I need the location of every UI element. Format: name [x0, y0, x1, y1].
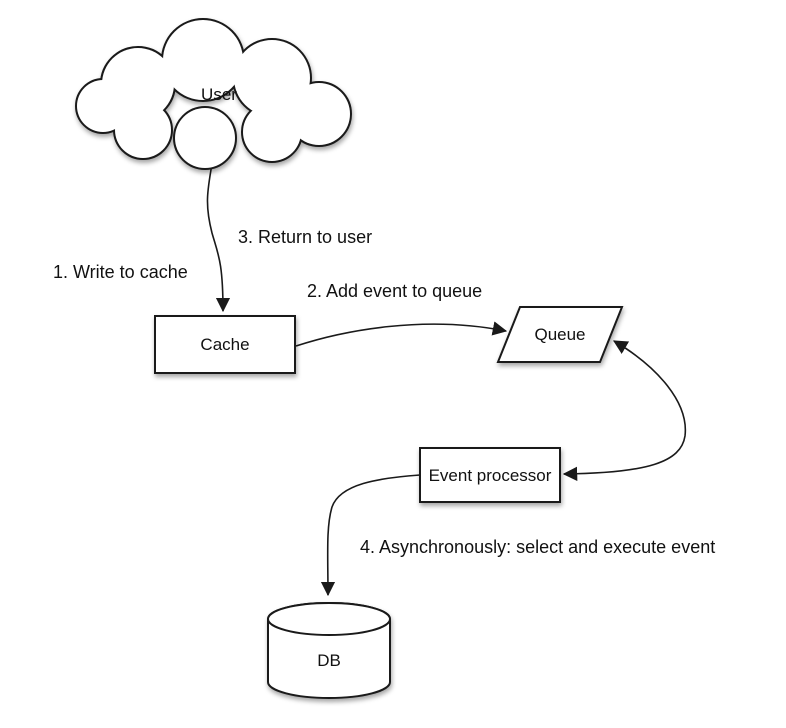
node-event-processor-label: Event processor — [429, 466, 552, 485]
edge-label-step2: 2. Add event to queue — [307, 281, 482, 301]
edge-cache-to-queue — [295, 321, 508, 347]
edge-queue-event-processor — [562, 340, 687, 482]
node-user-cloud — [75, 18, 352, 170]
edge-label-step4: 4. Asynchronously: select and execute ev… — [360, 537, 715, 557]
node-event-processor-box — [419, 447, 561, 503]
node-db-label: DB — [317, 651, 341, 670]
cylinder-top-rim — [267, 602, 391, 636]
edge-label-step3: 3. Return to user — [238, 227, 372, 247]
edge-event-processor-to-db — [320, 474, 421, 597]
node-user-label: User — [201, 85, 237, 104]
cloud-shape-fill — [77, 20, 350, 168]
node-queue-parallelogram — [496, 306, 624, 363]
edge-user-to-cache — [206, 163, 231, 313]
node-queue-label: Queue — [534, 325, 585, 344]
node-db-cylinder — [267, 602, 391, 699]
node-cache-label: Cache — [200, 335, 249, 354]
edge-label-step1: 1. Write to cache — [53, 262, 188, 282]
node-cache-box — [154, 315, 296, 374]
